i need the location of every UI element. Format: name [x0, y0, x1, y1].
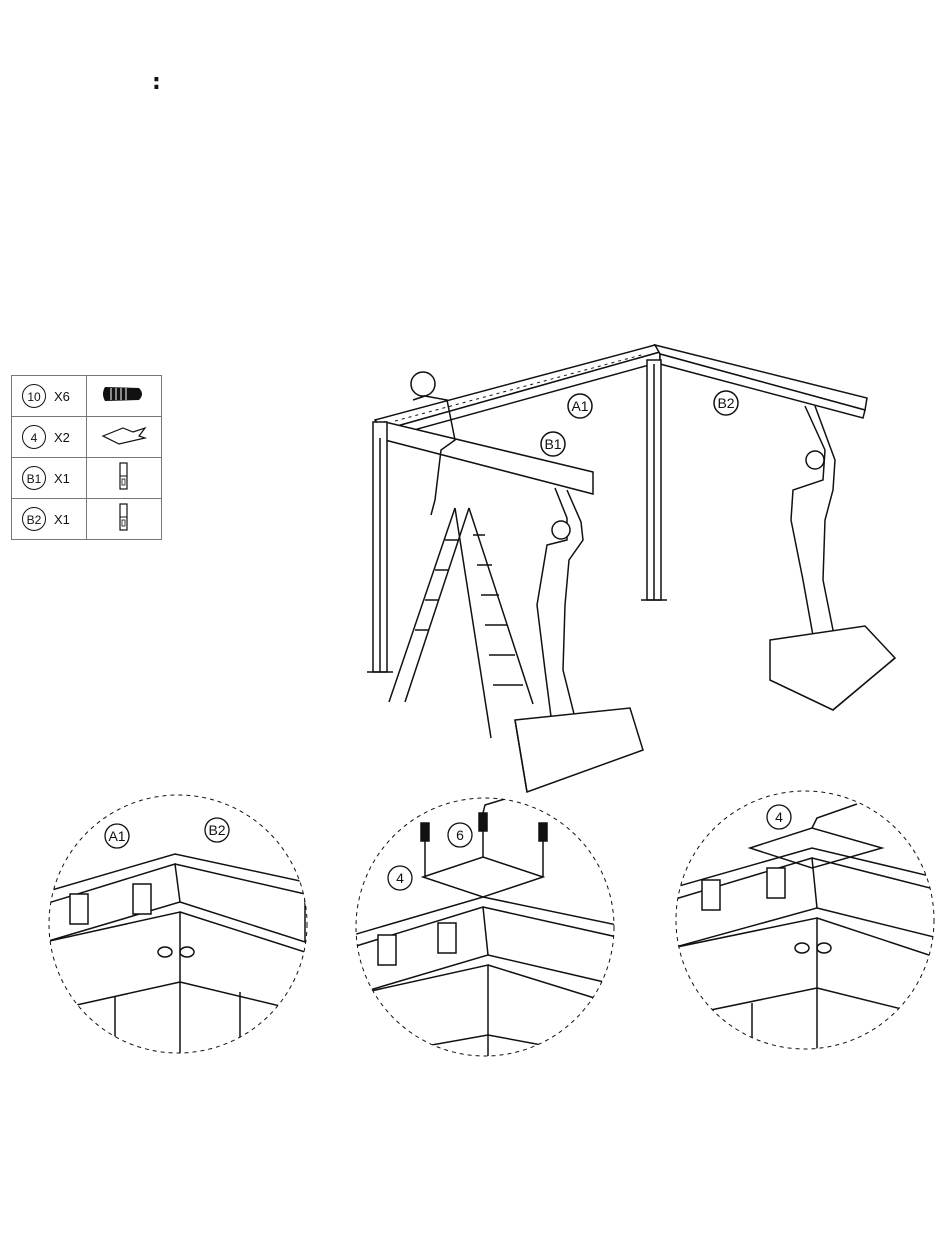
detail2-label-plate: 4 — [396, 870, 404, 886]
label-b2: B2 — [717, 395, 734, 411]
bolt-icon — [99, 383, 149, 405]
ladder — [389, 508, 533, 738]
bracket-icon — [114, 461, 134, 491]
worker-center — [515, 488, 643, 792]
part-qty: X1 — [54, 512, 70, 527]
part-qty: X2 — [54, 430, 70, 445]
gazebo-assembly-illustration: A1 B1 B2 — [355, 340, 915, 800]
part-id: B2 — [22, 507, 46, 531]
detail-circle-2: 4 6 — [353, 795, 617, 1059]
label-b1: B1 — [544, 436, 561, 452]
part-id: 4 — [22, 425, 46, 449]
detail-circle-1: A1 B2 — [45, 792, 311, 1056]
part-id: B1 — [22, 466, 46, 490]
page-marker: : — [152, 70, 161, 95]
parts-row: 10 X6 — [12, 376, 162, 417]
detail-circle-3: 4 — [672, 788, 938, 1052]
part-qty: X1 — [54, 471, 70, 486]
corner-plate-icon — [99, 424, 149, 446]
parts-row: B2 X1 — [12, 499, 162, 540]
label-a1: A1 — [571, 398, 588, 414]
detail2-label-screw: 6 — [456, 827, 464, 843]
parts-row: 4 X2 — [12, 417, 162, 458]
part-id: 10 — [22, 384, 46, 408]
part-qty: X6 — [54, 389, 70, 404]
worker-right — [770, 406, 895, 710]
beam-b1 — [385, 422, 593, 494]
detail3-label-plate: 4 — [775, 809, 783, 825]
detail1-label-b2: B2 — [208, 822, 225, 838]
detail1-label-a1: A1 — [108, 828, 125, 844]
beam-b2 — [655, 345, 867, 410]
bracket-icon — [114, 502, 134, 532]
parts-row: B1 X1 — [12, 458, 162, 499]
